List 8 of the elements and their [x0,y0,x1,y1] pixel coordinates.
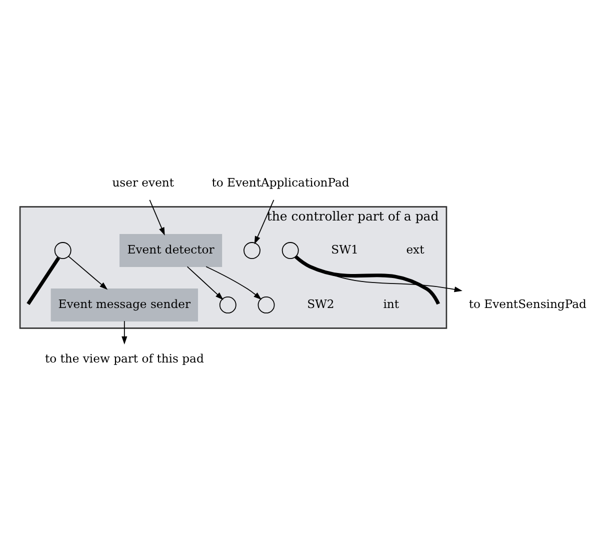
node-text: to EventApplicationPad [212,175,350,190]
node-text: user event [112,175,174,190]
node-text: to the view part of this pad [44,350,204,365]
node-text: to EventSensingPad [468,296,586,310]
label: SW2 [307,296,334,310]
label: SW1 [331,242,358,256]
label: int [383,296,400,310]
label: ext [406,242,424,256]
